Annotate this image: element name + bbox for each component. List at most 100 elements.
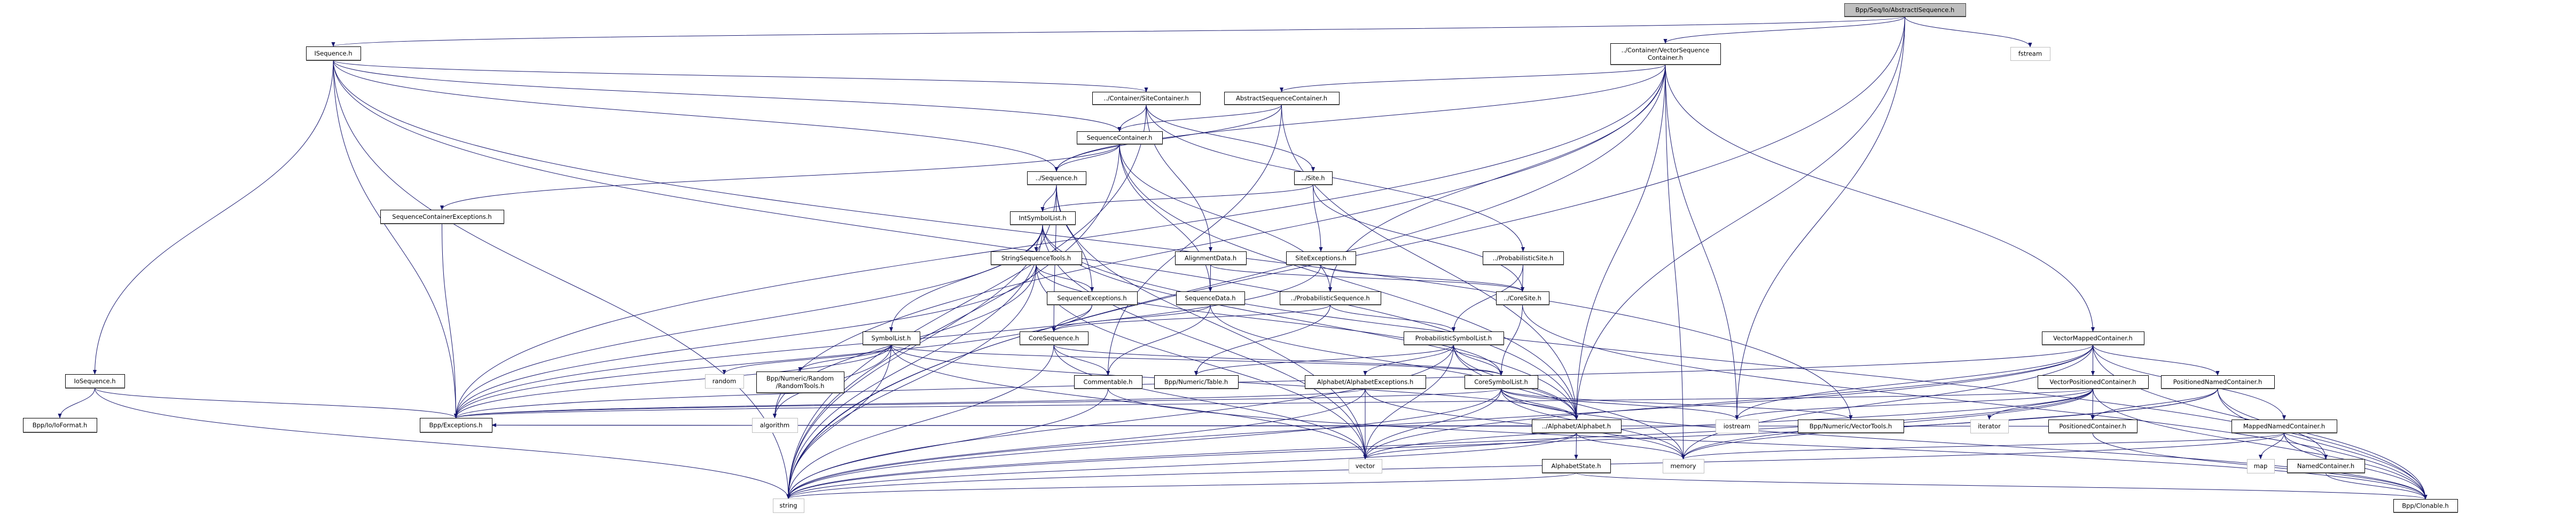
edge-seqcont-to-string [786,144,1120,499]
edge-coresite-to-coresym [1499,304,1523,376]
node-box [1224,92,1340,105]
node-iosequence-h[interactable]: IoSequence.h [65,374,125,389]
node-alphabetstate-h[interactable]: AlphabetState.h [1542,459,1611,474]
node-mappednamedcontainer-h[interactable]: MappedNamedContainer.h [2232,420,2337,434]
node-site-h[interactable]: ../Site.h [1294,171,1333,186]
node-shadow [2232,432,2337,433]
edge-mnc-to-string [786,432,2284,499]
node-coresequence-h[interactable]: CoreSequence.h [1020,331,1089,346]
node-positionedcontainer-h[interactable]: PositionedContainer.h [2048,420,2137,434]
node-box [2161,375,2275,389]
node-bpp-numeric-random-randomtools-h[interactable]: Bpp/Numeric/Random/RandomTools.h [756,371,844,394]
edge-symlist-to-random [722,344,891,375]
node-bpp-numeric-vectortools-h[interactable]: Bpp/Numeric/VectorTools.h [1798,420,1904,434]
node-probabilisticsite-h[interactable]: ../ProbabilisticSite.h [1483,251,1564,266]
node-bpp-io-ioformat-h[interactable]: Bpp/Io/IoFormat.h [23,418,97,433]
edge-root-to-alphabet [1574,16,1905,420]
node-box [65,374,125,389]
node-alignmentdata-h[interactable]: AlignmentData.h [1175,251,1247,266]
node-probabilisticsymbollist-h[interactable]: ProbabilisticSymbolList.h [1404,331,1504,346]
edge-pnc-to-string [786,388,2218,499]
node-abstractsequencecontainer-h[interactable]: AbstractSequenceContainer.h [1224,92,1340,106]
edge-site-to-siteexc [1313,184,1323,252]
node-iterator: iterator [1970,420,2009,433]
node-commentable-h[interactable]: Commentable.h [1074,375,1142,390]
node-namedcontainer-h[interactable]: NamedContainer.h [2287,459,2365,474]
edge-site-to-coresite [1313,184,1525,292]
node-positionednamedcontainer-h[interactable]: PositionedNamedContainer.h [2161,375,2275,390]
node-label: VectorPositionedContainer.h [2050,378,2136,386]
node-shadow [1305,388,1426,389]
node-label: Alphabet/AlphabetExceptions.h [1317,378,1414,386]
node-shadow [420,432,492,433]
node-memory: memory [1663,459,1704,473]
node-symbollist-h[interactable]: SymbolList.h [863,331,920,346]
node-stringsequencetools-h[interactable]: StringSequenceTools.h [991,251,1082,266]
edge-sst-to-coresym [1036,264,1504,376]
node-random: random [705,374,744,389]
edge-intsym-to-vector [1042,224,1367,460]
node-vectormappedcontainer-h[interactable]: VectorMappedContainer.h [2042,331,2144,346]
node-box [1465,375,1538,389]
node-isequence-h[interactable]: ISequence.h [306,46,361,61]
node-intsymbollist-h[interactable]: IntSymbolList.h [1010,211,1076,226]
node-label: VectorMappedContainer.h [2053,335,2133,342]
node-box [1092,92,1201,105]
node-vectorpositionedcontainer-h[interactable]: VectorPositionedContainer.h [2038,375,2149,390]
node-sequenceexceptions-h[interactable]: SequenceExceptions.h [1047,291,1138,306]
edge-vsc-to-sequence [1054,64,1666,172]
node-box [380,210,504,224]
node-label: /RandomTools.h [776,382,825,390]
node-shadow [380,223,504,224]
node-label: ../ProbabilisticSite.h [1493,255,1554,262]
node-shadow [1844,16,1966,17]
edge-isequence-to-sequence [333,60,1059,172]
node-box [2287,459,2365,473]
edge-seqdata-to-coreseq [1052,304,1211,332]
node-shadow [1010,224,1076,225]
node-sequence-h[interactable]: ../Sequence.h [1027,171,1086,186]
node-shadow [1610,64,1721,65]
edge-asc-to-sequence [1054,104,1282,172]
edge-vmc-to-iostream [1735,344,2093,420]
edge-alphexc-to-memory [1365,388,1686,460]
node-shadow [2161,388,2275,389]
node-alphabet-alphabet-h[interactable]: ../Alphabet/Alphabet.h [1532,420,1622,434]
node-alphabet-alphabetexceptions-h[interactable]: Alphabet/AlphabetExceptions.h [1305,375,1426,390]
node-probabilisticsequence-h[interactable]: ../ProbabilisticSequence.h [1280,291,1381,306]
node-coresite-h[interactable]: ../CoreSite.h [1496,291,1549,306]
edge-sst-to-exceptions [453,264,1037,418]
edge-seqdata-to-commentable [1106,304,1211,376]
node-bpp-numeric-table-h[interactable]: Bpp/Numeric/Table.h [1154,375,1239,390]
node-siteexceptions-h[interactable]: SiteExceptions.h [1286,251,1356,266]
node-container-sitecontainer-h[interactable]: ../Container/SiteContainer.h [1092,92,1201,106]
edge-coreseq-to-vector [1053,344,1367,460]
node-label: CoreSequence.h [1029,335,1079,342]
node-shadow [1047,304,1138,305]
node-label: SequenceContainerExceptions.h [392,213,491,220]
node-sequencecontainerexceptions-h[interactable]: SequenceContainerExceptions.h [380,210,504,225]
edge-probseq-to-table [1194,304,1330,376]
edge-root-to-iostream [1735,16,1905,420]
edge-alphabet-to-alphstate [1574,432,1578,460]
node-bpp-exceptions-h[interactable]: Bpp/Exceptions.h [420,418,492,433]
node-label: ../Alphabet/Alphabet.h [1542,423,1611,430]
node-bpp-clonable-h[interactable]: Bpp/Clonable.h [2393,499,2458,513]
edge-vpc-to-iostream [1735,388,2093,420]
edge-sitecont-to-seqcont [1117,104,1147,132]
node-shadow [1224,104,1340,105]
node-sequencecontainer-h[interactable]: SequenceContainer.h [1077,131,1163,145]
edge-isequence-to-iosequence [92,60,334,375]
node-sequencedata-h[interactable]: SequenceData.h [1176,291,1245,306]
node-label: Bpp/Io/IoFormat.h [33,422,88,429]
node-box [1844,3,1966,17]
node-coresymbollist-h[interactable]: CoreSymbolList.h [1465,375,1538,390]
edge-alphabet-to-memory [1576,432,1686,460]
edge-vpc-to-clonable [2093,388,2428,500]
node-label: Bpp/Numeric/VectorTools.h [1810,423,1892,430]
edge-sequence-to-vector [1056,184,1367,460]
edge-vsc-to-vmc [1665,64,2095,332]
node-label: PositionedNamedContainer.h [2173,378,2262,386]
edge-probseq-to-coreseq [1052,304,1330,332]
